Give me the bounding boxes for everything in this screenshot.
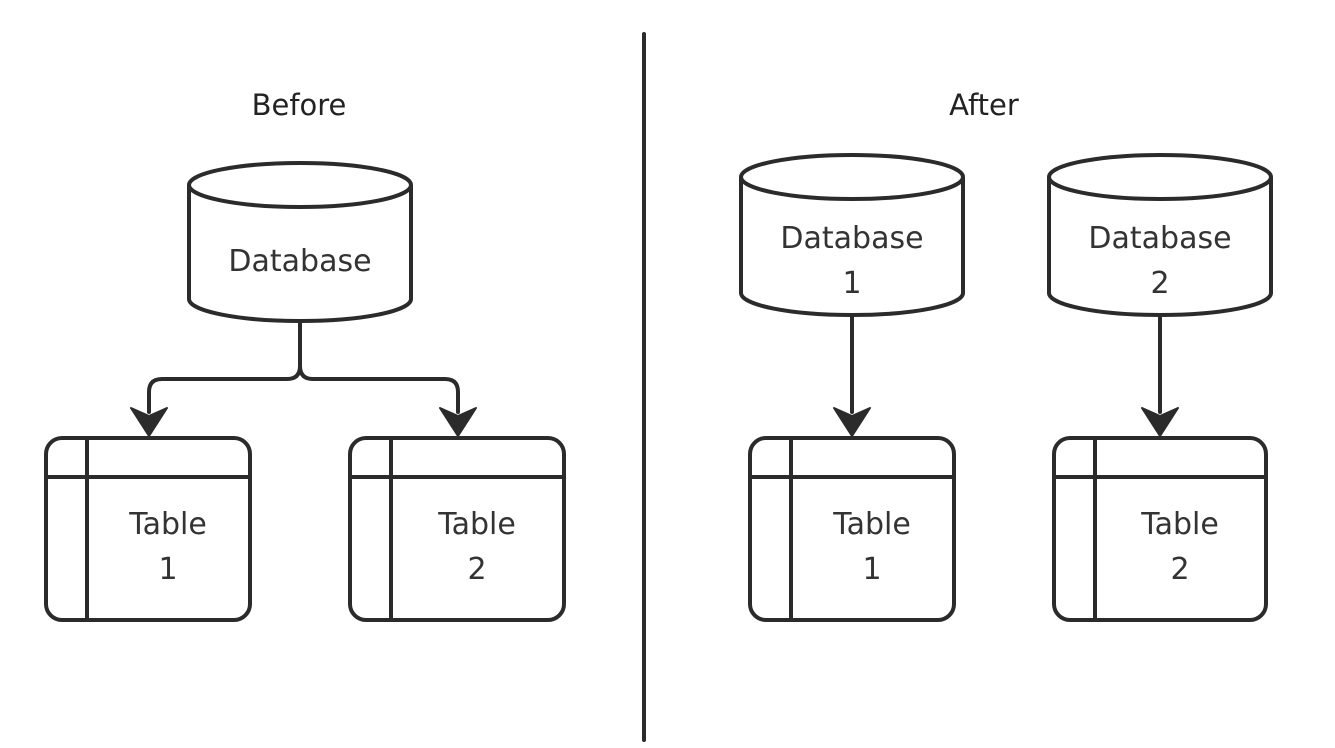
- table-node: Table 2: [1052, 436, 1268, 622]
- database-top: [739, 153, 965, 201]
- arrowhead-icon: [1141, 407, 1179, 437]
- table-frame: [44, 436, 252, 622]
- database-label-line1: Database: [780, 221, 923, 256]
- before-section: Before Database Table 1 Table 2: [44, 88, 566, 622]
- table-label-line2: 1: [862, 552, 881, 587]
- table-label-line2: 1: [158, 552, 177, 587]
- table-node: Table 2: [348, 436, 566, 622]
- database-label-line2: 1: [842, 266, 861, 301]
- table-label-line1: Table: [832, 507, 911, 542]
- table-label-line1: Table: [437, 507, 516, 542]
- database-node: Database 1: [739, 153, 965, 317]
- database-top: [1047, 153, 1273, 201]
- database-label-line1: Database: [1088, 221, 1231, 256]
- table-label-line2: 2: [467, 552, 486, 587]
- table-frame: [748, 436, 956, 622]
- table-frame: [348, 436, 566, 622]
- connector-database-to-table-2: [298, 364, 460, 414]
- table-node: Table 1: [44, 436, 252, 622]
- table-label-line1: Table: [128, 507, 207, 542]
- after-section: After Database 1 Database 2 Table 1: [739, 88, 1273, 622]
- database-node: Database: [187, 161, 413, 323]
- arrowhead-icon: [439, 407, 477, 437]
- connector-database-to-table-1: [147, 320, 302, 414]
- table-label-line2: 2: [1170, 552, 1189, 587]
- arrowhead-icon: [130, 407, 168, 437]
- after-title: After: [949, 88, 1019, 122]
- arrowhead-icon: [833, 407, 871, 437]
- database-node: Database 2: [1047, 153, 1273, 317]
- database-label: Database: [228, 244, 371, 279]
- database-top: [187, 161, 413, 209]
- before-title: Before: [252, 88, 347, 122]
- database-label-line2: 2: [1150, 266, 1169, 301]
- table-node: Table 1: [748, 436, 956, 622]
- table-frame: [1052, 436, 1268, 622]
- table-label-line1: Table: [1140, 507, 1219, 542]
